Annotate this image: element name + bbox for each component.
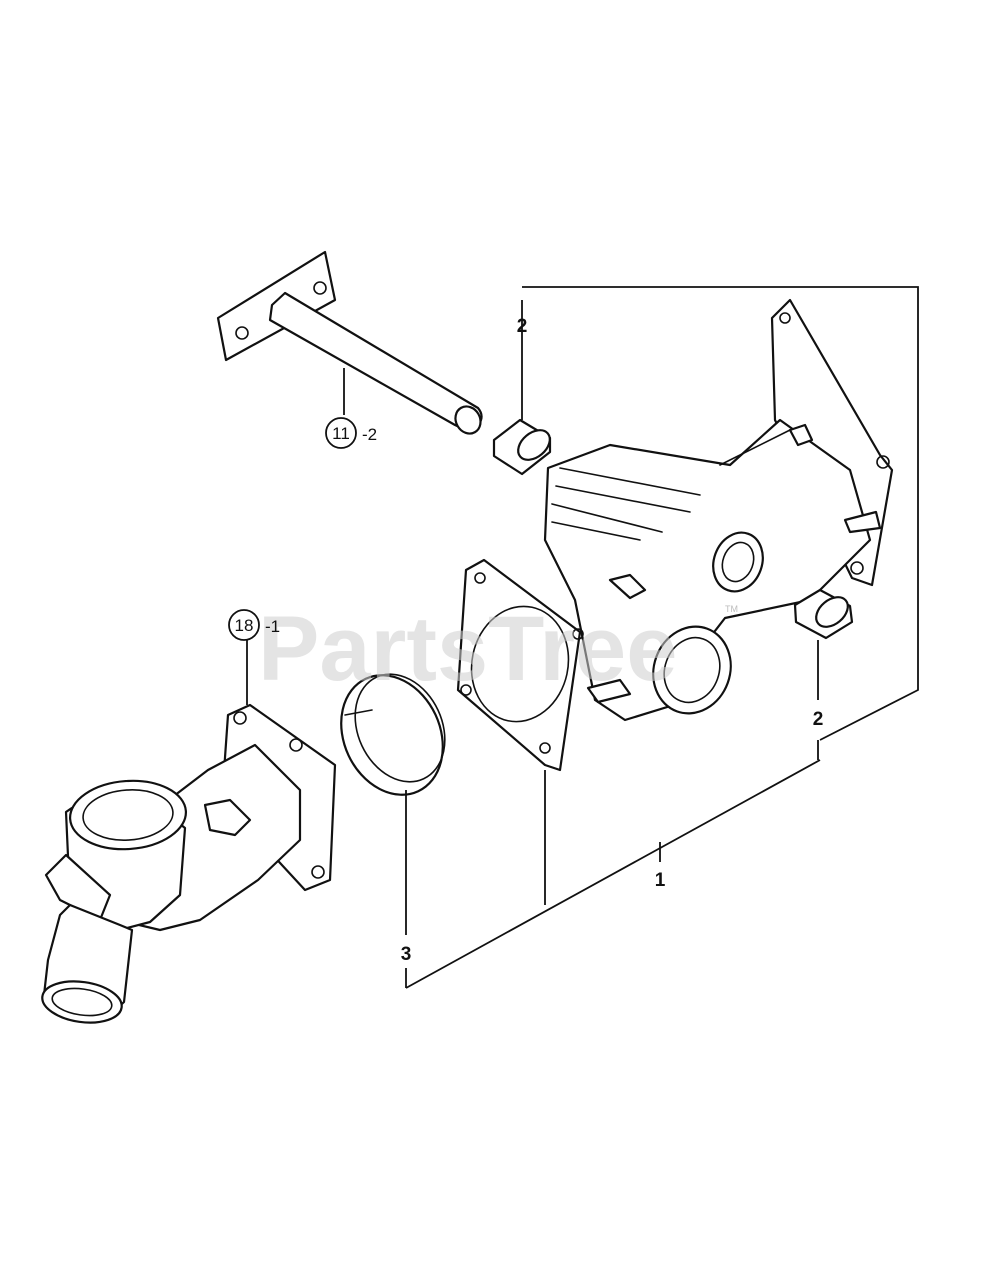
- callout-seal-ring[interactable]: 3: [401, 944, 412, 965]
- leader-lines: [246, 286, 919, 989]
- callout-gear-case-head[interactable]: 18 -1: [228, 609, 280, 641]
- callout-suffix: -1: [265, 617, 280, 636]
- callout-suffix: -2: [362, 425, 377, 444]
- callout-number: 18: [235, 616, 254, 635]
- bushing-top[interactable]: [492, 418, 556, 476]
- callout-number: 11: [332, 424, 350, 443]
- callout-circle: [325, 417, 357, 449]
- front-flange[interactable]: [456, 558, 584, 772]
- svg-text:TM: TM: [725, 604, 738, 614]
- gear-case-head[interactable]: [40, 703, 337, 1027]
- partstree-watermark: PartsTree TM: [258, 598, 738, 700]
- callout-housing-assembly[interactable]: 1: [655, 870, 666, 891]
- callout-shaft[interactable]: 11 -2: [325, 417, 377, 449]
- svg-text:PartsTree: PartsTree: [258, 598, 677, 700]
- callout-bushing-top[interactable]: 2: [517, 316, 528, 337]
- callout-bushing-bottom[interactable]: 2: [813, 709, 824, 730]
- bushing-bottom[interactable]: [793, 588, 854, 640]
- shaft-with-flange[interactable]: [216, 250, 485, 438]
- callout-circle: [228, 609, 260, 641]
- seal-ring[interactable]: [322, 659, 461, 812]
- main-housing[interactable]: [543, 298, 894, 724]
